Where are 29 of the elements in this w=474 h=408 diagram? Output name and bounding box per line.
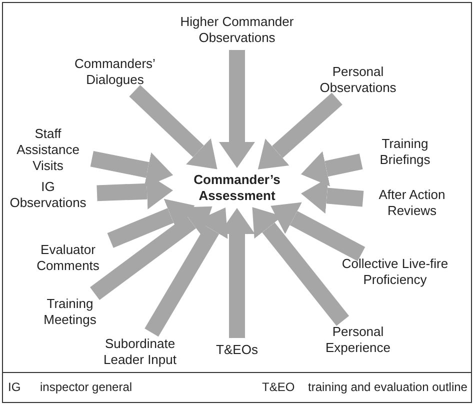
input-label: IG Observations: [3, 179, 93, 211]
block-arrow: [270, 202, 366, 262]
block-arrow: [258, 92, 342, 170]
block-arrow: [219, 50, 255, 168]
input-label: Commanders’ Dialogues: [65, 56, 165, 88]
input-label: Personal Observations: [308, 64, 408, 96]
abbreviation: T&EO: [262, 380, 295, 394]
input-label: Higher Commander Observations: [172, 14, 302, 46]
input-label: After Action Reviews: [367, 187, 457, 219]
block-arrow: [107, 198, 195, 248]
block-arrow: [96, 173, 173, 210]
center-label: Commander’s Assessment: [177, 172, 297, 204]
definition: inspector general: [40, 380, 132, 394]
input-label: Training Meetings: [20, 296, 120, 328]
input-label: Training Briefings: [365, 136, 445, 168]
input-label: Collective Live-fire Proficiency: [340, 256, 450, 288]
input-label: T&EOs: [202, 342, 272, 358]
input-label: Subordinate Leader Input: [90, 336, 190, 368]
input-label: Staff Assistance Visits: [8, 126, 88, 174]
block-arrow: [219, 208, 255, 338]
input-label: Personal Experience: [308, 324, 408, 356]
block-arrow: [90, 206, 212, 300]
block-arrow: [300, 151, 363, 186]
block-arrow: [144, 207, 228, 337]
input-label: Evaluator Comments: [18, 242, 118, 274]
definition: training and evaluation outline: [308, 380, 468, 394]
abbreviation: IG: [8, 380, 21, 394]
block-arrow: [129, 84, 218, 170]
block-arrow: [252, 207, 350, 326]
